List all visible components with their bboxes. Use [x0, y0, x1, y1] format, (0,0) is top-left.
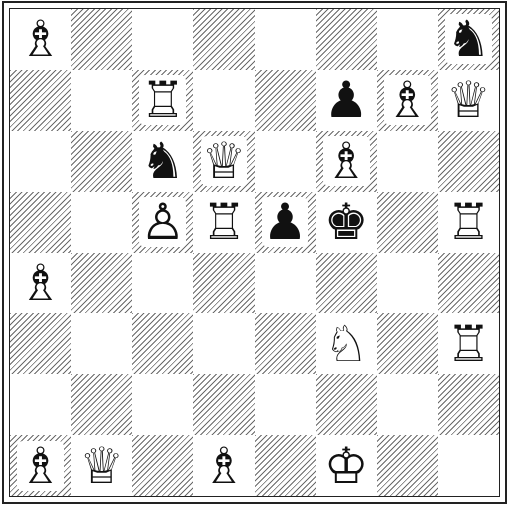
square-e5[interactable]: ♟ — [255, 192, 316, 253]
square-a4[interactable]: ♗ — [10, 253, 71, 314]
square-e3[interactable] — [255, 313, 316, 374]
square-f3[interactable]: ♘ — [316, 313, 377, 374]
chessboard: ♗ ♞ ♖ ♟ ♗ ♕ ♞ ♕ ♗ ♙ ♖ ♟ ♚ ♖ ♗ ♘ ♖ ♗ ♕ ♗ ♔ — [9, 8, 500, 497]
square-g7[interactable]: ♗ — [377, 70, 438, 131]
white-bishop-icon[interactable]: ♗ — [17, 441, 64, 491]
square-c4[interactable] — [132, 253, 193, 314]
square-b7[interactable] — [71, 70, 132, 131]
square-d1[interactable]: ♗ — [193, 435, 254, 496]
square-b2[interactable] — [71, 374, 132, 435]
square-h7[interactable]: ♕ — [438, 70, 499, 131]
square-b6[interactable] — [71, 131, 132, 192]
square-d5[interactable]: ♖ — [193, 192, 254, 253]
white-king-icon[interactable]: ♔ — [323, 441, 370, 491]
square-h4[interactable] — [438, 253, 499, 314]
white-bishop-icon[interactable]: ♗ — [323, 136, 370, 186]
square-d6[interactable]: ♕ — [193, 131, 254, 192]
white-queen-icon[interactable]: ♕ — [78, 441, 125, 491]
square-d2[interactable] — [193, 374, 254, 435]
square-h2[interactable] — [438, 374, 499, 435]
square-f8[interactable] — [316, 9, 377, 70]
square-a3[interactable] — [10, 313, 71, 374]
square-g1[interactable] — [377, 435, 438, 496]
square-g4[interactable] — [377, 253, 438, 314]
square-f2[interactable] — [316, 374, 377, 435]
square-c3[interactable] — [132, 313, 193, 374]
white-bishop-icon[interactable]: ♗ — [17, 258, 64, 308]
square-b1[interactable]: ♕ — [71, 435, 132, 496]
square-f5[interactable]: ♚ — [316, 192, 377, 253]
square-f1[interactable]: ♔ — [316, 435, 377, 496]
black-knight-icon[interactable]: ♞ — [445, 14, 492, 64]
square-c5[interactable]: ♙ — [132, 192, 193, 253]
black-knight-icon[interactable]: ♞ — [139, 136, 186, 186]
square-b3[interactable] — [71, 313, 132, 374]
square-g5[interactable] — [377, 192, 438, 253]
square-g6[interactable] — [377, 131, 438, 192]
square-d7[interactable] — [193, 70, 254, 131]
square-d4[interactable] — [193, 253, 254, 314]
white-bishop-icon[interactable]: ♗ — [17, 14, 64, 64]
square-b4[interactable] — [71, 253, 132, 314]
square-h1[interactable] — [438, 435, 499, 496]
square-c1[interactable] — [132, 435, 193, 496]
square-h5[interactable]: ♖ — [438, 192, 499, 253]
square-h6[interactable] — [438, 131, 499, 192]
square-f7[interactable]: ♟ — [316, 70, 377, 131]
black-pawn-icon[interactable]: ♟ — [323, 75, 370, 125]
square-h3[interactable]: ♖ — [438, 313, 499, 374]
square-a8[interactable]: ♗ — [10, 9, 71, 70]
square-a7[interactable] — [10, 70, 71, 131]
white-rook-icon[interactable]: ♖ — [201, 197, 248, 247]
square-f4[interactable] — [316, 253, 377, 314]
white-queen-icon[interactable]: ♕ — [201, 136, 248, 186]
square-g3[interactable] — [377, 313, 438, 374]
white-knight-icon[interactable]: ♘ — [323, 319, 370, 369]
square-g2[interactable] — [377, 374, 438, 435]
square-d3[interactable] — [193, 313, 254, 374]
square-b5[interactable] — [71, 192, 132, 253]
white-bishop-icon[interactable]: ♗ — [384, 75, 431, 125]
square-e7[interactable] — [255, 70, 316, 131]
square-e1[interactable] — [255, 435, 316, 496]
square-d8[interactable] — [193, 9, 254, 70]
square-c6[interactable]: ♞ — [132, 131, 193, 192]
square-h8[interactable]: ♞ — [438, 9, 499, 70]
square-a5[interactable] — [10, 192, 71, 253]
square-a6[interactable] — [10, 131, 71, 192]
square-c7[interactable]: ♖ — [132, 70, 193, 131]
white-rook-icon[interactable]: ♖ — [139, 75, 186, 125]
square-c8[interactable] — [132, 9, 193, 70]
square-a2[interactable] — [10, 374, 71, 435]
square-e2[interactable] — [255, 374, 316, 435]
square-e6[interactable] — [255, 131, 316, 192]
square-e4[interactable] — [255, 253, 316, 314]
white-rook-icon[interactable]: ♖ — [445, 197, 492, 247]
square-g8[interactable] — [377, 9, 438, 70]
white-rook-icon[interactable]: ♖ — [445, 319, 492, 369]
square-b8[interactable] — [71, 9, 132, 70]
white-bishop-icon[interactable]: ♗ — [201, 441, 248, 491]
white-pawn-icon[interactable]: ♙ — [139, 197, 186, 247]
square-a1[interactable]: ♗ — [10, 435, 71, 496]
white-queen-icon[interactable]: ♕ — [445, 75, 492, 125]
square-f6[interactable]: ♗ — [316, 131, 377, 192]
square-c2[interactable] — [132, 374, 193, 435]
square-e8[interactable] — [255, 9, 316, 70]
black-pawn-icon[interactable]: ♟ — [262, 197, 309, 247]
black-king-icon[interactable]: ♚ — [323, 197, 370, 247]
